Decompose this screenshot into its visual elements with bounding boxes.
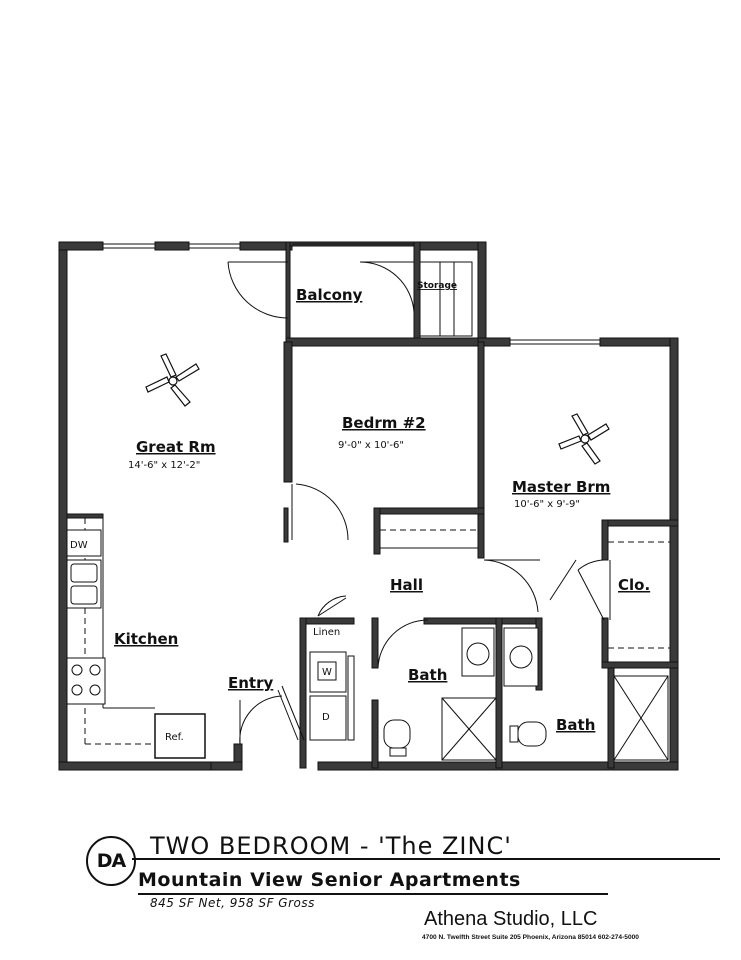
dryer-label: D: [322, 712, 330, 723]
room-name-kitchen: Kitchen: [114, 630, 178, 648]
project-name: Mountain View Senior Apartments: [138, 869, 521, 891]
room-name-bedroom-2: Bedrm #2: [342, 414, 426, 432]
room-name-closet: Clo.: [618, 576, 650, 594]
room-dims-great-room: 14'-6" x 12'-2": [128, 460, 200, 471]
floor-plan: DW Ref. W D: [58, 241, 679, 771]
room-name-hall: Hall: [390, 576, 423, 594]
area-summary: 845 SF Net, 958 SF Gross: [150, 896, 315, 910]
title-divider: [132, 858, 720, 860]
walls: [58, 241, 679, 771]
sink: [66, 559, 102, 609]
refrigerator-label: Ref.: [165, 732, 184, 743]
room-name-storage: Storage: [417, 281, 457, 291]
room-name-great-room: Great Rm: [136, 438, 216, 456]
windows: [103, 243, 600, 345]
storage-shelves: [419, 261, 473, 337]
range: [66, 657, 106, 705]
room-name-bath-1: Bath: [408, 666, 447, 684]
washer: W: [309, 651, 347, 693]
dryer: D: [309, 695, 347, 741]
ceiling-fan-great-room: [145, 353, 200, 407]
project-underline: [138, 893, 608, 895]
closets: [380, 529, 670, 649]
refrigerator: Ref.: [154, 713, 206, 759]
ceiling-fan-master: [558, 413, 610, 465]
firm-name: Athena Studio, LLC: [424, 908, 598, 930]
room-name-bath-2: Bath: [556, 716, 595, 734]
laundry-shelf: [347, 655, 355, 741]
room-name-entry: Entry: [228, 674, 273, 692]
plan-code-badge: DA: [86, 836, 136, 886]
dishwasher: DW: [66, 529, 102, 557]
washer-label: W: [322, 667, 332, 678]
dishwasher-label: DW: [70, 540, 88, 551]
bath-2-fixtures: [503, 627, 669, 761]
room-name-balcony: Balcony: [296, 286, 363, 304]
doors: [227, 261, 605, 745]
plan-name: TWO BEDROOM - 'The ZINC': [150, 832, 512, 860]
firm-address: 4700 N. Twelfth Street Suite 205 Phoenix…: [422, 934, 639, 941]
room-name-master-bedroom: Master Brm: [512, 478, 610, 496]
bath-1-fixtures: [383, 627, 497, 761]
room-name-linen: Linen: [313, 627, 340, 638]
room-dims-master-bedroom: 10'-6" x 9'-9": [514, 499, 580, 510]
room-dims-bedroom-2: 9'-0" x 10'-6": [338, 440, 404, 451]
